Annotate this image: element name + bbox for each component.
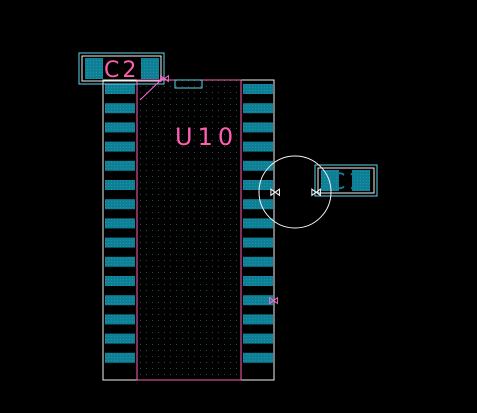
u10-pad-left-12 bbox=[105, 295, 135, 306]
component-c1[interactable]: C1 bbox=[314, 164, 378, 197]
c2-inner-outline bbox=[81, 55, 162, 82]
c2-pad-2 bbox=[141, 58, 159, 79]
u10-pad-right-11 bbox=[243, 276, 273, 286]
component-u10[interactable]: U10 bbox=[102, 79, 275, 381]
u10-pad-right-8 bbox=[243, 218, 273, 229]
u10-pad-right-15 bbox=[243, 352, 273, 363]
u10-pad-right-2 bbox=[243, 103, 273, 114]
u10-pad-right-9 bbox=[243, 237, 273, 248]
u10-pad-left-11 bbox=[105, 276, 135, 286]
u10-pad-left-5 bbox=[105, 160, 135, 171]
u10-pad-left-2 bbox=[105, 103, 135, 114]
u10-pad-left-13 bbox=[105, 314, 135, 325]
bowtie-marker-u10-right-lower-icon: ⋈ bbox=[268, 294, 279, 307]
u10-pad-right-1 bbox=[243, 84, 273, 94]
c1-outline bbox=[314, 164, 378, 197]
u10-pad-right-13 bbox=[243, 314, 273, 325]
c1-designator: C1 bbox=[330, 170, 365, 195]
u10-pad-left-15 bbox=[105, 352, 135, 363]
u10-designator: U10 bbox=[175, 123, 238, 151]
u10-pin1-notch bbox=[174, 79, 203, 89]
component-c2[interactable]: C2 bbox=[78, 52, 165, 85]
u10-pad-left-8 bbox=[105, 218, 135, 229]
marker-layer: ⋈ ⋈ ⋈ ⋈ bbox=[159, 72, 322, 307]
u10-pad-right-14 bbox=[243, 333, 273, 344]
c1-pad-1 bbox=[321, 170, 339, 191]
u10-pad-left-7 bbox=[105, 199, 135, 210]
c1-inner-outline bbox=[317, 167, 375, 194]
c2-designator: C2 bbox=[104, 58, 139, 83]
c1-pad-2 bbox=[352, 170, 370, 191]
bowtie-marker-u10-left-selected-icon: ⋈ bbox=[269, 185, 281, 199]
u10-pad-right-3 bbox=[243, 122, 273, 133]
c2-outline bbox=[78, 52, 165, 85]
u10-pad-right-12 bbox=[243, 295, 273, 306]
u10-pad-left-4 bbox=[105, 141, 135, 152]
u10-pad-left-14 bbox=[105, 333, 135, 344]
bowtie-marker-c2-u10-icon: ⋈ bbox=[159, 72, 170, 85]
u10-left-pad-column bbox=[105, 84, 135, 363]
u10-pad-left-6 bbox=[105, 180, 135, 190]
bowtie-marker-c1-selected-icon: ⋈ bbox=[310, 185, 322, 199]
u10-pad-right-7 bbox=[243, 199, 273, 210]
u10-pad-left-3 bbox=[105, 122, 135, 133]
u10-pad-right-10 bbox=[243, 256, 273, 267]
c2-pad-1 bbox=[85, 58, 103, 79]
u10-right-pad-column bbox=[243, 84, 273, 363]
u10-pad-right-6 bbox=[243, 180, 273, 190]
u10-pad-left-10 bbox=[105, 256, 135, 267]
ratsnest-line-c2-u10 bbox=[139, 77, 164, 101]
selection-circle bbox=[258, 155, 332, 229]
u10-pad-left-1 bbox=[105, 84, 135, 94]
u10-pad-left-9 bbox=[105, 237, 135, 248]
u10-pad-right-4 bbox=[243, 141, 273, 152]
u10-pad-right-5 bbox=[243, 160, 273, 171]
